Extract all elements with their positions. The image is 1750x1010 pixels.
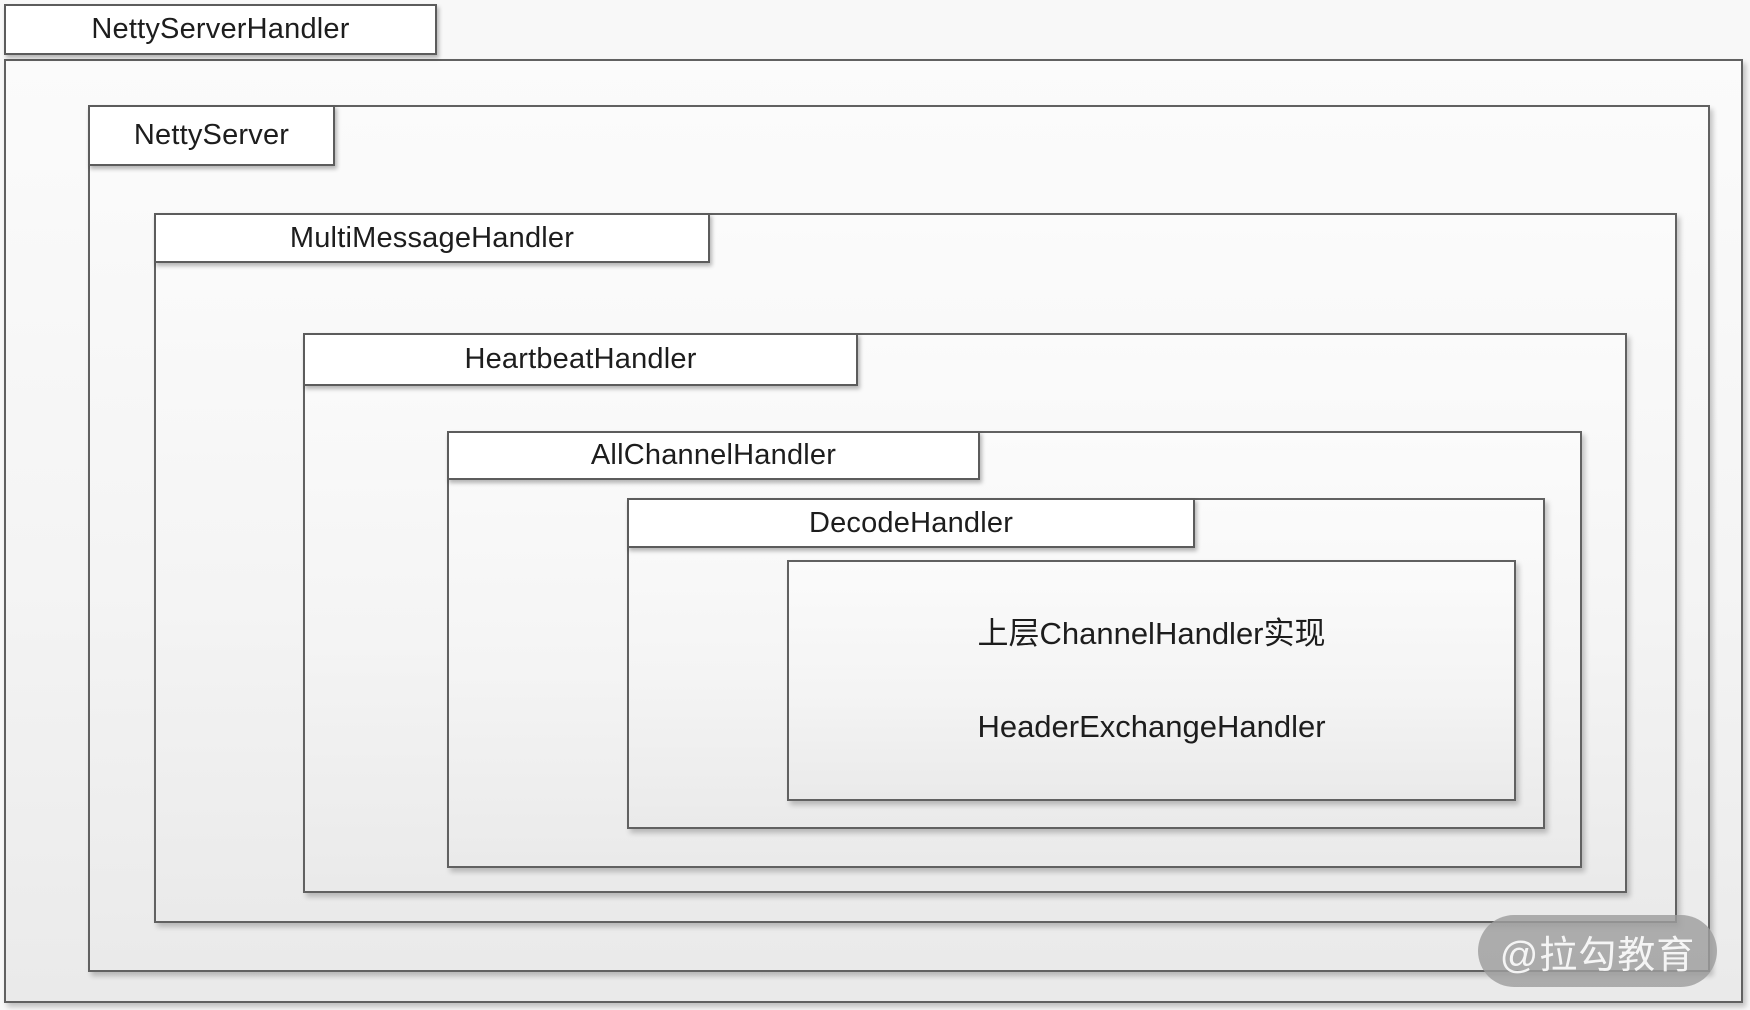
netty-server-handler-label-text: NettyServerHandler	[91, 13, 350, 45]
heartbeat-handler-label-text: HeartbeatHandler	[464, 343, 697, 375]
header-exchange-handler-text: HeaderExchangeHandler	[977, 709, 1326, 744]
upper-channel-handler-text: 上层ChannelHandler实现	[977, 616, 1326, 651]
netty-server-label: NettyServer	[88, 105, 335, 166]
heartbeat-handler-label: HeartbeatHandler	[303, 333, 858, 386]
decode-handler-label: DecodeHandler	[627, 498, 1195, 548]
netty-server-handler-label: NettyServerHandler	[4, 4, 437, 55]
all-channel-handler-label-text: AllChannelHandler	[590, 439, 837, 471]
upper-channel-handler-box: 上层ChannelHandler实现 HeaderExchangeHandler	[787, 560, 1516, 801]
watermark-text: @拉勾教育	[1499, 934, 1696, 977]
all-channel-handler-label: AllChannelHandler	[447, 431, 980, 480]
decode-handler-label-text: DecodeHandler	[808, 506, 1014, 539]
netty-server-label-text: NettyServer	[133, 119, 290, 151]
multi-message-handler-label-text: MultiMessageHandler	[289, 221, 575, 254]
multi-message-handler-label: MultiMessageHandler	[154, 213, 710, 263]
watermark-badge: @拉勾教育	[1478, 915, 1717, 987]
